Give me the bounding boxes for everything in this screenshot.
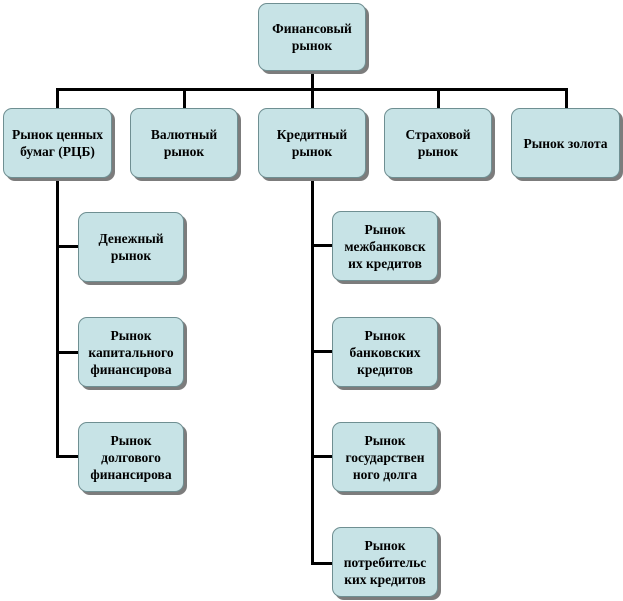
connector-root-down	[311, 71, 314, 89]
connector-securities-vertical	[56, 178, 59, 458]
connector-to-gold	[565, 88, 568, 108]
node-label: Рынок капитального финансирова	[88, 327, 174, 377]
node-public-debt-market: Рынок государствен ного долга	[332, 422, 438, 492]
node-interbank-credit-market: Рынок межбанковск их кредитов	[332, 211, 438, 281]
connector-to-securities	[56, 88, 59, 108]
connector-credit-vertical	[311, 178, 314, 565]
node-insurance-market: Страховой рынок	[384, 108, 492, 178]
node-label: Валютный рынок	[150, 127, 218, 159]
connector-credit-child-2	[311, 350, 332, 353]
node-label: Рынок банковских кредитов	[349, 327, 421, 377]
node-label: Рынок межбанковск их кредитов	[344, 221, 426, 271]
node-label: Рынок потребительс ких кредитов	[343, 537, 427, 587]
connector-credit-child-3	[311, 455, 332, 458]
node-label: Рынок государствен ного долга	[345, 432, 425, 482]
node-currency-market: Валютный рынок	[130, 108, 238, 178]
node-label: Страховой рынок	[405, 127, 471, 159]
node-securities-market: Рынок ценных бумаг (РЦБ)	[3, 108, 112, 178]
connector-securities-child-2	[56, 351, 78, 354]
node-label: Рынок ценных бумаг (РЦБ)	[11, 127, 104, 159]
node-label: Финансовый рынок	[272, 21, 352, 53]
connector-to-currency	[183, 88, 186, 108]
node-bank-credit-market: Рынок банковских кредитов	[332, 317, 438, 387]
node-capital-financing-market: Рынок капитального финансирова	[78, 317, 184, 387]
node-money-market: Денежный рынок	[78, 212, 184, 282]
node-credit-market: Кредитный рынок	[258, 108, 366, 178]
connector-to-credit	[311, 88, 314, 108]
connector-to-insurance	[437, 88, 440, 108]
connector-credit-child-4	[311, 562, 332, 565]
node-debt-financing-market: Рынок долгового финансирова	[78, 422, 184, 492]
node-label: Денежный рынок	[98, 231, 164, 263]
node-label: Рынок долгового финансирова	[90, 432, 172, 482]
connector-securities-child-1	[56, 245, 78, 248]
connector-credit-child-1	[311, 244, 332, 247]
node-label: Кредитный рынок	[276, 127, 348, 159]
connector-securities-child-3	[56, 455, 78, 458]
node-gold-market: Рынок золота	[511, 108, 620, 178]
node-financial-market: Финансовый рынок	[258, 3, 366, 71]
node-label: Рынок золота	[523, 135, 608, 151]
node-consumer-credit-market: Рынок потребительс ких кредитов	[332, 527, 438, 597]
